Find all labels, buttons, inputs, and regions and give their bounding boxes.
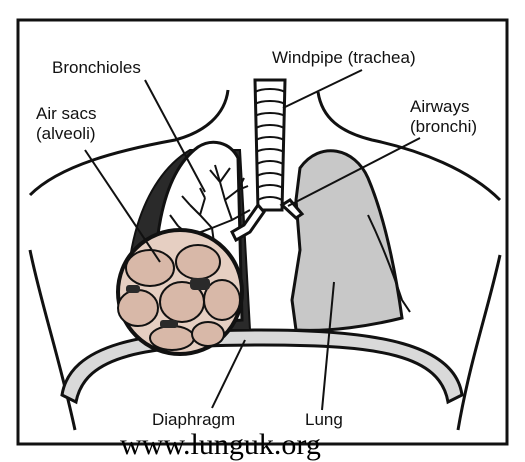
diaphragm (62, 330, 462, 402)
label-bronchioles: Bronchioles (52, 58, 141, 77)
left-arm-outline (30, 250, 75, 430)
watermark-url: www.lunguk.org (120, 430, 321, 460)
label-alveoli: (alveoli) (36, 124, 96, 143)
right-arm-outline (458, 255, 500, 430)
alveoli-magnifier (118, 230, 242, 354)
label-airways: Airways (410, 97, 470, 116)
right-lung (292, 151, 402, 331)
leader-windpipe (283, 70, 362, 108)
label-air-sacs: Air sacs (36, 104, 96, 123)
label-windpipe: Windpipe (trachea) (272, 48, 416, 67)
trachea (255, 80, 285, 210)
label-bronchi: (bronchi) (410, 117, 477, 136)
label-lung: Lung (305, 410, 343, 429)
leader-diaphragm (212, 340, 245, 408)
label-diaphragm: Diaphragm (152, 410, 235, 429)
